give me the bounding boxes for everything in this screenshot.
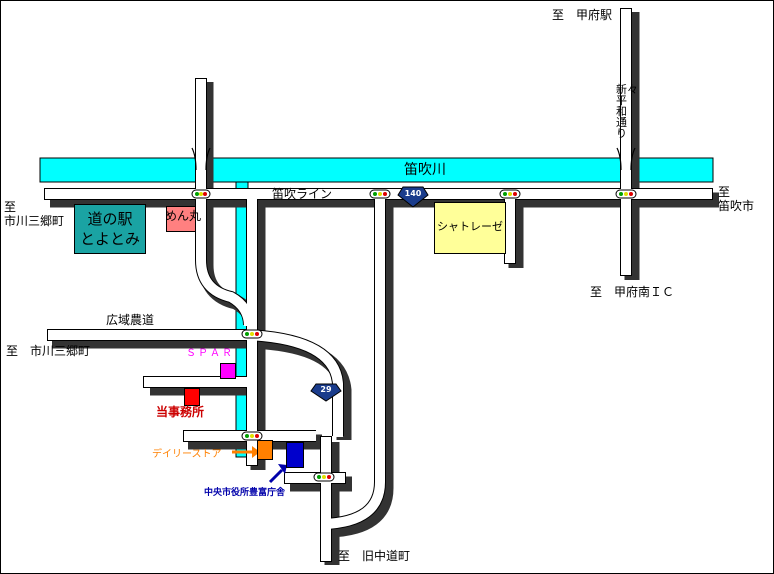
traffic-lights [191, 189, 637, 482]
menmaru-box: めん丸 [165, 206, 202, 232]
chateraise-label: シャトレーゼ [437, 220, 503, 233]
traffic-light-4 [615, 189, 637, 199]
fuefuki-line-label: 笛吹ライン [272, 187, 333, 201]
office-label: 当事務所 [156, 405, 205, 419]
dest-fuefuki-shi: 至 笛吹市 [718, 185, 755, 213]
chateraise-box: シャトレーゼ [434, 202, 506, 254]
city-office-label: 中央市役所豊富庁舎 [204, 488, 286, 498]
michi-no-eki-box: 道の駅 とよとみ [74, 204, 146, 254]
route-29-shield [310, 383, 342, 402]
bridge-marks [191, 147, 636, 171]
traffic-light-2 [369, 189, 391, 199]
traffic-light-7 [313, 472, 335, 482]
dest-kyu-nakamichi: 至 旧中道町 [338, 549, 411, 563]
traffic-light-1 [191, 189, 211, 199]
river-fuefuki [39, 157, 714, 183]
daily-store-label: デイリーストア [152, 449, 222, 460]
dest-kofu-minami-ic: 至 甲府南ＩＣ [590, 285, 675, 299]
traffic-light-3 [499, 189, 521, 199]
menmaru-label: めん丸 [165, 209, 202, 223]
dest-ichikawa-misato-mid: 至 市川三郷町 [6, 344, 91, 358]
dest-ichikawa-misato-top: 至 市川三郷町 [4, 200, 65, 228]
spar-label: ＳＰＡＲ [186, 348, 234, 359]
city-office-marker [286, 442, 304, 468]
daily-store-arrow-icon [232, 446, 260, 458]
route-29-label: 29 [320, 385, 332, 394]
koiki-nodo-label: 広域農道 [106, 313, 155, 327]
michi-no-eki-label: 道の駅 とよとみ [79, 210, 140, 248]
route-140-label: 140 [404, 189, 422, 198]
office-marker [184, 388, 200, 406]
traffic-light-6 [241, 431, 263, 441]
spar-marker [220, 363, 236, 379]
river-label: 笛吹川 [404, 162, 446, 178]
daily-store-marker [257, 440, 273, 460]
city-office-arrow-icon [268, 464, 287, 484]
route-140-shield [397, 186, 429, 208]
dest-kofu-station: 至 甲府駅 [552, 8, 613, 22]
shin-heiwa-label: 新々平和通り [616, 83, 638, 140]
traffic-light-5 [241, 329, 263, 339]
